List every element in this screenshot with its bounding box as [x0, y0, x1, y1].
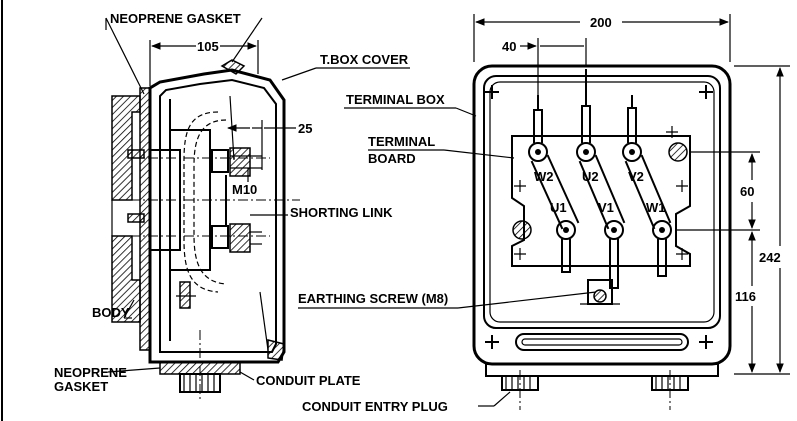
- terminal-board-front: [511, 135, 691, 267]
- dim-40: 40: [502, 39, 516, 54]
- motor-body-flange: [111, 235, 141, 323]
- terminal-v1: V1: [598, 200, 614, 215]
- stud-lower: [211, 223, 262, 253]
- terminal-u2: U2: [582, 169, 599, 184]
- label-neoprene-bottom-2: GASKET: [54, 379, 108, 394]
- label-m10: M10: [232, 182, 257, 197]
- terminal-w2: W2: [534, 169, 554, 184]
- label-body: BODY: [92, 305, 130, 320]
- terminal-studs: [512, 142, 688, 240]
- dim-200: 200: [590, 15, 612, 30]
- label-t-box-cover: T.BOX COVER: [320, 52, 409, 67]
- label-neoprene-bottom-1: NEOPRENE: [54, 365, 127, 380]
- label-conduit-plate: CONDUIT PLATE: [256, 373, 361, 388]
- dim-60: 60: [740, 184, 754, 199]
- earth-bolt-side: [179, 281, 191, 309]
- dim-116: 116: [735, 289, 756, 304]
- dim-25: 25: [298, 121, 312, 136]
- conduit-plate-front: [485, 363, 719, 377]
- label-conduit-entry-plug: CONDUIT ENTRY PLUG: [302, 399, 448, 414]
- terminal-v2: V2: [628, 169, 644, 184]
- cover-hatch: [220, 59, 246, 75]
- label-terminal-box: TERMINAL BOX: [346, 92, 445, 107]
- label-terminal-board-1: TERMINAL: [368, 134, 435, 149]
- corner-markers: [485, 85, 713, 349]
- label-earthing-screw: EARTHING SCREW (M8): [298, 291, 448, 306]
- side-view: 105 25 M10 NEOPRENE GASKET T.BOX COVER S…: [54, 11, 410, 400]
- terminal-box-side-inner: [159, 78, 277, 353]
- terminal-u1: U1: [550, 200, 567, 215]
- dim-242: 242: [759, 250, 781, 265]
- label-terminal-board-2: BOARD: [368, 151, 416, 166]
- front-view: W2 U2 V2 U1 V1 W1 200 40 60 242 116: [298, 14, 790, 414]
- terminal-w1: W1: [646, 200, 666, 215]
- gland-slot: [515, 333, 689, 351]
- terminal-box-front-inner: [483, 75, 721, 329]
- dim-105: 105: [197, 39, 219, 54]
- stud-upper: [211, 147, 262, 177]
- cable-path: [183, 111, 219, 293]
- motor-body-flange-upper: [111, 95, 141, 201]
- label-shorting-link: SHORTING LINK: [290, 205, 393, 220]
- label-neoprene-gasket-top: NEOPRENE GASKET: [110, 11, 241, 26]
